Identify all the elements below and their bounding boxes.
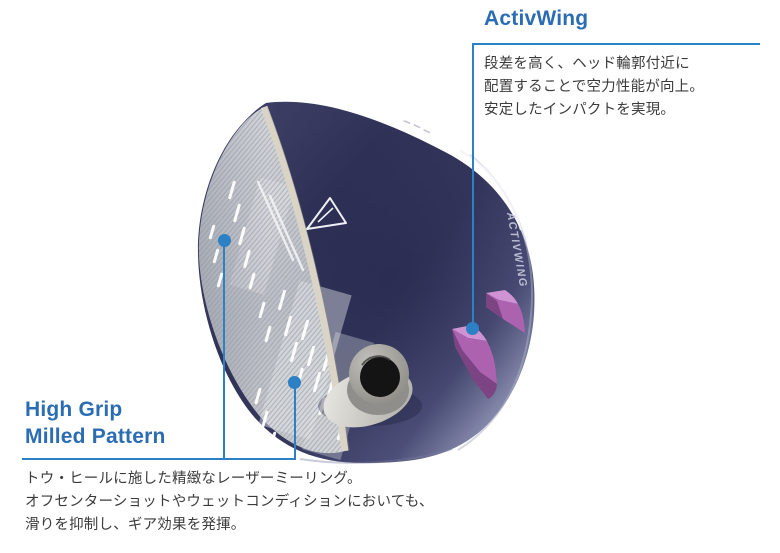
high-grip-leader-dot-heel <box>288 376 301 389</box>
high-grip-leader-line-face <box>223 241 225 458</box>
high-grip-title: High Grip Milled Pattern <box>25 396 166 450</box>
brand-triangle-logo <box>306 197 347 230</box>
activwing-box-top-line <box>472 43 760 45</box>
crown-edge-marking <box>403 119 431 134</box>
high-grip-description: トウ・ヒールに施した精緻なレーザーミーリング。 オフセンターショットやウェットコ… <box>25 468 434 537</box>
activwing-description-line: 安定したインパクトを実現。 <box>484 102 676 118</box>
high-grip-description-line: トウ・ヒールに施した精緻なレーザーミーリング。 <box>25 471 362 487</box>
high-grip-leader-line-heel <box>294 382 296 458</box>
club-face <box>198 105 375 461</box>
high-grip-leader-dot-face <box>218 234 231 247</box>
high-grip-description-line: オフセンターショットやウェットコンディションにおいても、 <box>25 494 434 510</box>
high-grip-underline <box>22 458 296 460</box>
high-grip-description-line: 滑りを抑制し、ギア効果を発揮。 <box>25 517 246 533</box>
hosel <box>318 344 422 428</box>
activwing-description: 段差を高く、ヘッド輪郭付近に 配置することで空力性能が向上。 安定したインパクト… <box>484 53 704 122</box>
activwing-description-line: 配置することで空力性能が向上。 <box>484 79 705 95</box>
activwing-title: ActivWing <box>484 7 589 30</box>
activwing-leader-dot <box>466 322 479 335</box>
activwing-description-line: 段差を高く、ヘッド輪郭付近に <box>484 56 690 72</box>
activwing-leader-line <box>472 43 474 328</box>
high-grip-title-line: Milled Pattern <box>25 425 166 448</box>
high-grip-title-line: High Grip <box>25 398 123 421</box>
sole-edge-highlight <box>299 448 453 464</box>
face-long-grooves <box>256 180 305 272</box>
edge-highlight <box>459 149 523 231</box>
shaft-bore <box>360 357 400 397</box>
